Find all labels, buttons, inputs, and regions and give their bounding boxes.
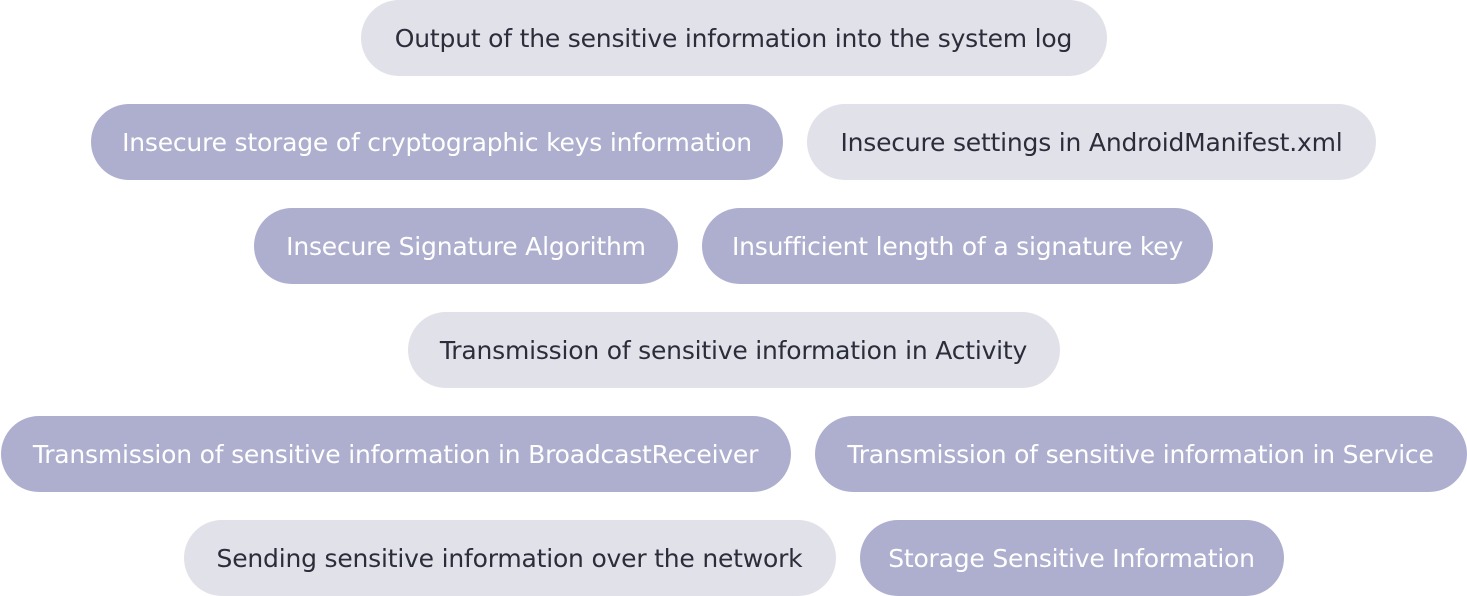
tag-row: Output of the sensitive information into…: [0, 0, 1467, 76]
tag-row: Insecure Signature Algorithm Insufficien…: [0, 208, 1467, 284]
tag-transmission-broadcast-receiver[interactable]: Transmission of sensitive information in…: [0, 416, 791, 492]
tag-system-log-output[interactable]: Output of the sensitive information into…: [360, 0, 1107, 76]
tag-insecure-manifest-settings[interactable]: Insecure settings in AndroidManifest.xml: [807, 104, 1376, 180]
tag-insufficient-key-length[interactable]: Insufficient length of a signature key: [702, 208, 1213, 284]
tag-transmission-service[interactable]: Transmission of sensitive information in…: [814, 416, 1467, 492]
tag-storage-sensitive-information[interactable]: Storage Sensitive Information: [859, 520, 1284, 596]
tag-row: Transmission of sensitive information in…: [0, 416, 1467, 492]
tag-sending-over-network[interactable]: Sending sensitive information over the n…: [183, 520, 836, 596]
tag-row: Insecure storage of cryptographic keys i…: [0, 104, 1467, 180]
tag-row: Sending sensitive information over the n…: [0, 520, 1467, 596]
tag-transmission-activity[interactable]: Transmission of sensitive information in…: [407, 312, 1060, 388]
tag-row: Transmission of sensitive information in…: [0, 312, 1467, 388]
tag-insecure-signature-algorithm[interactable]: Insecure Signature Algorithm: [254, 208, 678, 284]
tag-insecure-key-storage[interactable]: Insecure storage of cryptographic keys i…: [91, 104, 783, 180]
